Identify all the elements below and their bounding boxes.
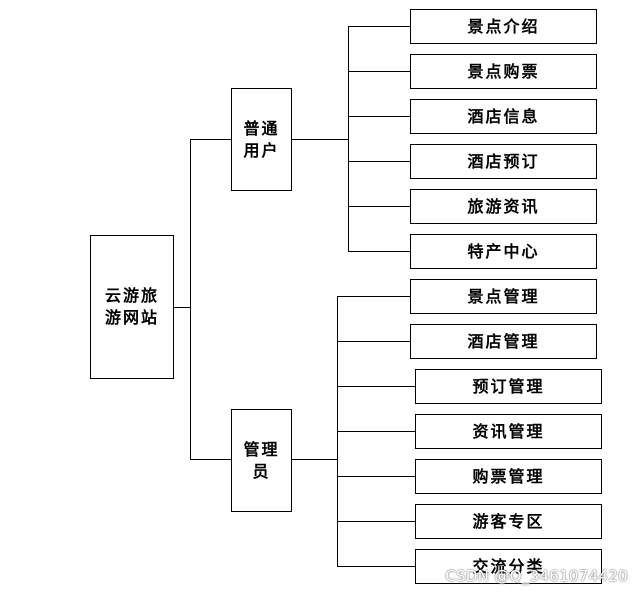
branch-node-regular-user: 普通用户 xyxy=(231,88,292,191)
leaf-node: 景点购票 xyxy=(410,54,597,89)
leaf-label: 景点管理 xyxy=(467,286,540,306)
leaf-label: 交流分类 xyxy=(472,556,545,576)
leaf-node: 预订管理 xyxy=(415,369,602,404)
root-node: 云游旅游网站 xyxy=(90,235,174,379)
connector xyxy=(291,139,349,140)
connector xyxy=(337,386,416,387)
connector xyxy=(337,476,416,477)
leaf-label: 酒店管理 xyxy=(467,331,540,351)
connector xyxy=(337,566,416,567)
leaf-node: 酒店管理 xyxy=(410,324,597,359)
connector xyxy=(337,431,416,432)
connector xyxy=(348,26,411,27)
leaf-label: 游客专区 xyxy=(472,511,545,531)
connector xyxy=(348,116,411,117)
leaf-label: 购票管理 xyxy=(472,466,545,486)
connector xyxy=(337,521,416,522)
leaf-label: 预订管理 xyxy=(472,376,545,396)
connector xyxy=(337,341,411,342)
connector xyxy=(291,459,338,460)
connector xyxy=(348,251,411,252)
root-label: 云游旅游网站 xyxy=(104,286,159,327)
connector xyxy=(348,161,411,162)
branch-node-admin: 管理员 xyxy=(231,409,292,512)
leaf-node: 酒店信息 xyxy=(410,99,597,134)
leaf-node: 特产中心 xyxy=(410,234,597,269)
leaf-label: 景点介绍 xyxy=(467,16,540,36)
connector xyxy=(348,206,411,207)
leaf-label: 景点购票 xyxy=(467,61,540,81)
leaf-node: 旅游资讯 xyxy=(410,189,597,224)
leaf-label: 特产中心 xyxy=(467,241,540,261)
leaf-label: 旅游资讯 xyxy=(467,196,540,216)
connector xyxy=(190,139,232,140)
connector xyxy=(337,296,411,297)
leaf-node: 景点介绍 xyxy=(410,9,597,44)
branch-label: 管理员 xyxy=(243,439,280,481)
connector xyxy=(173,307,191,308)
leaf-label: 酒店预订 xyxy=(467,151,540,171)
connector xyxy=(348,71,411,72)
leaf-node: 游客专区 xyxy=(415,504,602,539)
leaf-node: 购票管理 xyxy=(415,459,602,494)
connector xyxy=(190,459,232,460)
leaf-label: 酒店信息 xyxy=(467,106,540,126)
branch-label: 普通用户 xyxy=(243,118,280,160)
connector xyxy=(348,26,349,251)
leaf-label: 资讯管理 xyxy=(472,421,545,441)
leaf-node: 酒店预订 xyxy=(410,144,597,179)
leaf-node: 景点管理 xyxy=(410,279,597,314)
leaf-node: 交流分类 xyxy=(415,549,602,584)
watermark-text: CSDN @Q_3461074420 xyxy=(445,567,628,585)
leaf-node: 资讯管理 xyxy=(415,414,602,449)
connector xyxy=(190,139,191,460)
